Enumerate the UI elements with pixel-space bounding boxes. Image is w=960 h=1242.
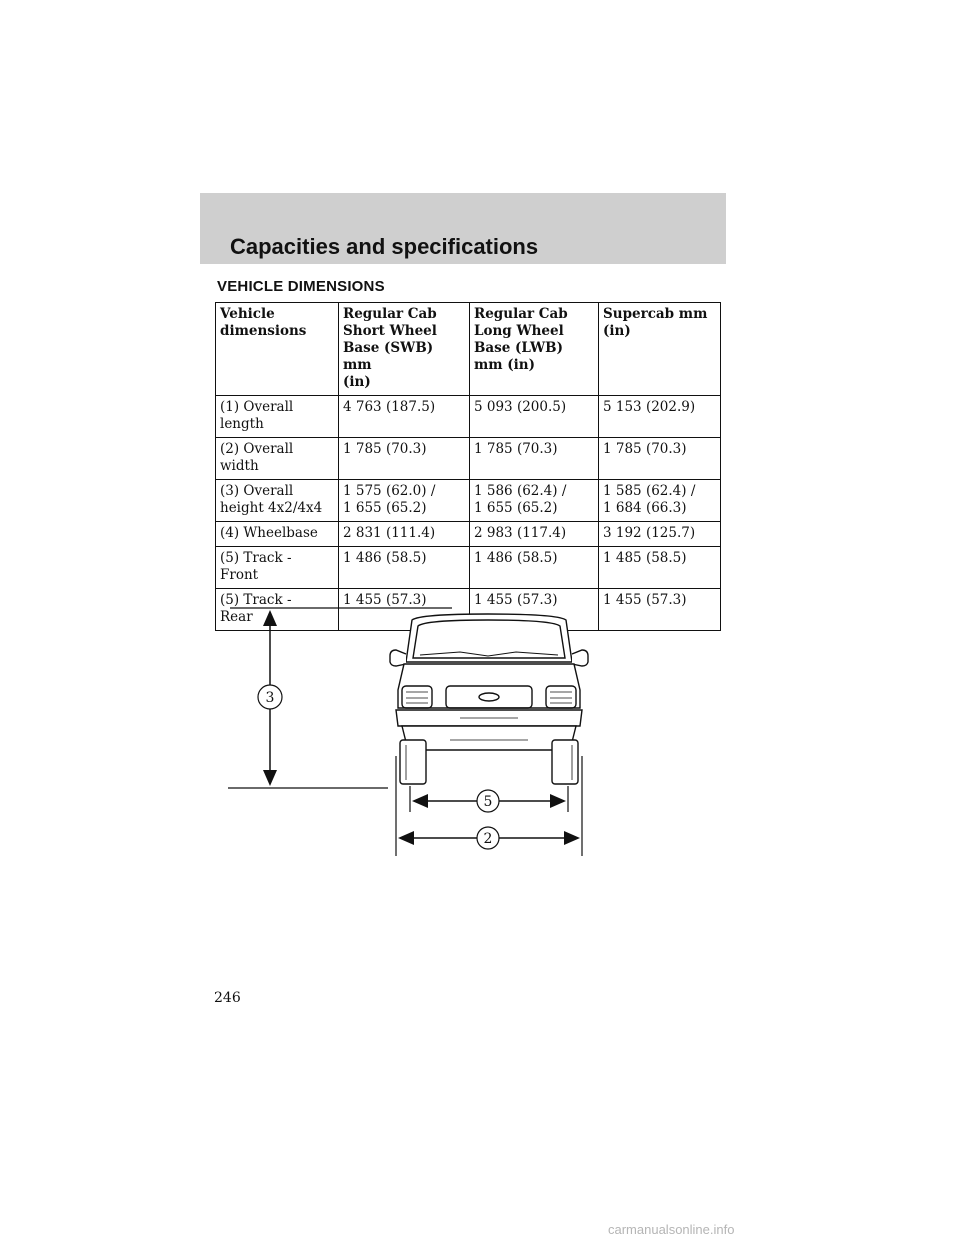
table-cell: 4 763 (187.5) — [338, 395, 470, 438]
table-cell: 1 455 (57.3) — [598, 588, 721, 631]
track-callout-circle — [476, 789, 500, 813]
height-callout-circle — [257, 684, 283, 710]
table-row: (5) Track -Rear 1 455 (57.3) 1 455 (57.3… — [215, 588, 721, 631]
table-cell: 1 575 (62.0) /1 655 (65.2) — [338, 479, 470, 522]
table-header-cell: Supercab mm(in) — [598, 302, 721, 396]
table-row: (5) Track -Front 1 486 (58.5) 1 486 (58.… — [215, 546, 721, 589]
table-cell: 5 093 (200.5) — [469, 395, 599, 438]
height-callout-label: 3 — [266, 690, 275, 706]
page-title: Capacities and specifications — [230, 234, 539, 259]
table-cell: 1 585 (62.4) /1 684 (66.3) — [598, 479, 721, 522]
width-callout-label: 2 — [484, 831, 493, 847]
table-cell: 1 785 (70.3) — [469, 437, 599, 480]
table-cell: (5) Track -Rear — [215, 588, 339, 631]
table-cell: 1 785 (70.3) — [598, 437, 721, 480]
table-cell: 2 983 (117.4) — [469, 521, 599, 547]
header-band — [200, 193, 726, 264]
table-cell: 3 192 (125.7) — [598, 521, 721, 547]
watermark-text: carmanualsonline.info — [608, 1222, 735, 1237]
table-cell: 2 831 (111.4) — [338, 521, 470, 547]
table-cell: 1 485 (58.5) — [598, 546, 721, 589]
truck-rear-view — [389, 613, 589, 785]
section-title: VEHICLE DIMENSIONS — [217, 278, 385, 295]
track-callout-label: 5 — [484, 794, 493, 810]
table-cell: 1 586 (62.4) /1 655 (65.2) — [469, 479, 599, 522]
table-cell: 1 486 (58.5) — [469, 546, 599, 589]
table-cell: 1 486 (58.5) — [338, 546, 470, 589]
table-cell: (5) Track -Front — [215, 546, 339, 589]
vehicle-front-diagram: 3 — [228, 607, 589, 856]
table-row: (4) Wheelbase 2 831 (111.4) 2 983 (117.4… — [215, 521, 721, 547]
table-cell: (4) Wheelbase — [215, 521, 339, 547]
page-number: 246 — [214, 990, 241, 1006]
table-cell: 1 785 (70.3) — [338, 437, 470, 480]
width-callout-circle — [476, 826, 500, 850]
table-cell: 5 153 (202.9) — [598, 395, 721, 438]
